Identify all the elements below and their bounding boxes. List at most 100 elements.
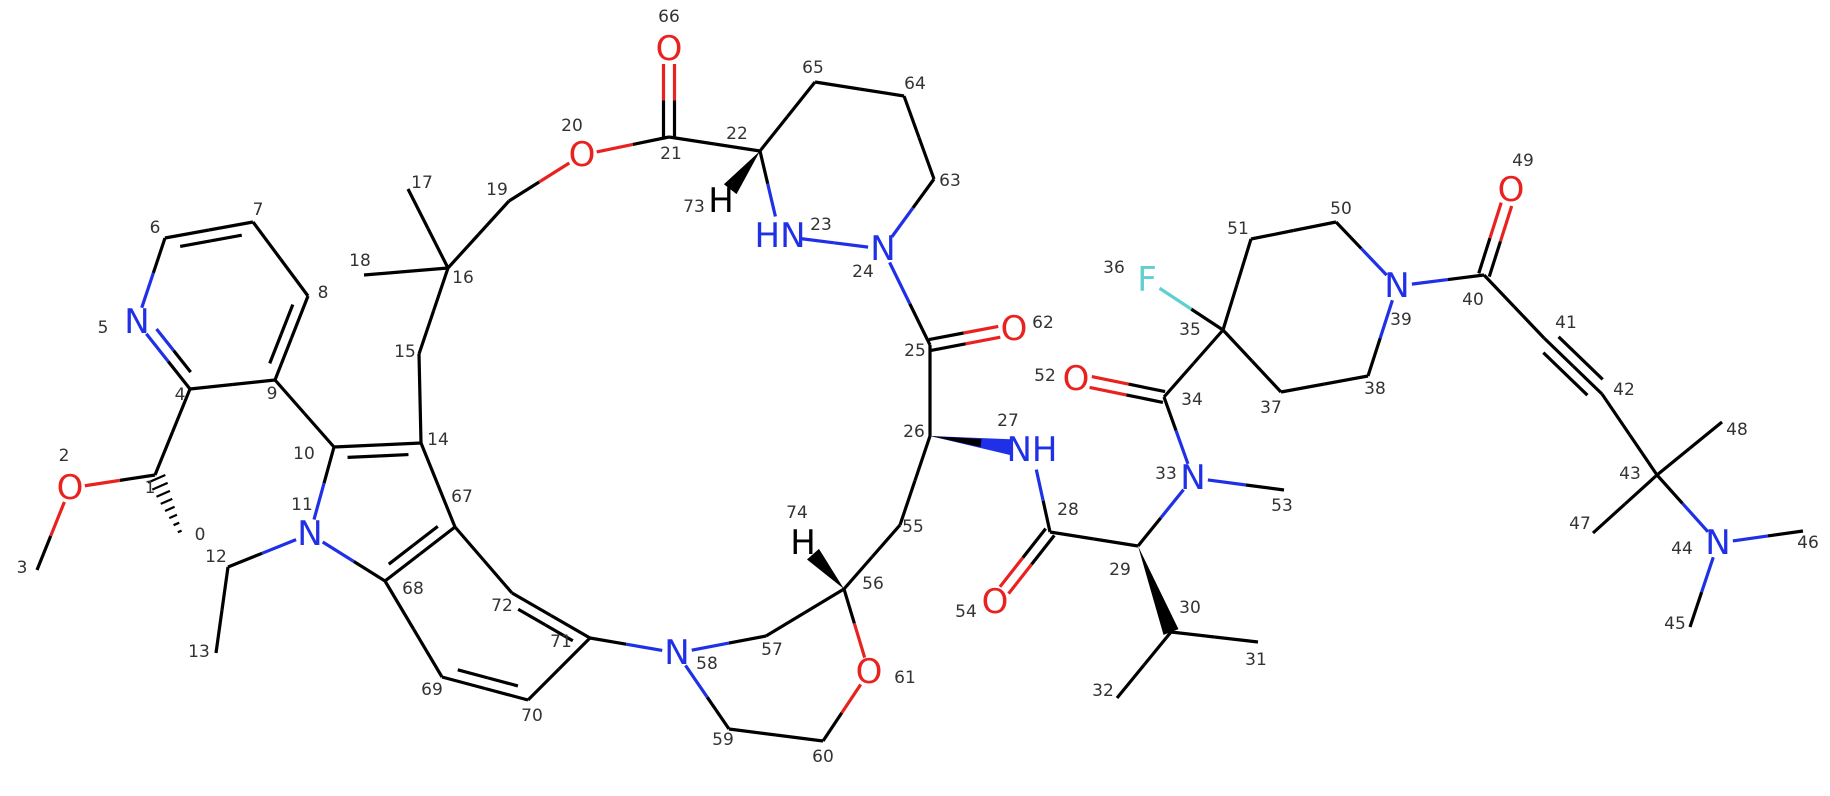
bond-16-18 (363, 266, 449, 277)
atom-index: 33 (1155, 464, 1177, 484)
bond-7-8 (251, 221, 310, 297)
bond-56-74 (807, 548, 844, 589)
double-bond-line (145, 332, 170, 363)
bond-38-37 (1280, 374, 1369, 394)
atom-index: 40 (1462, 290, 1484, 310)
atom-index: 32 (1092, 681, 1114, 701)
atom-index: 16 (452, 268, 474, 288)
atom-index: 23 (810, 215, 832, 235)
bond-60-61 (821, 683, 863, 742)
double-bond-line (290, 295, 310, 339)
atom-index: 1 (145, 478, 156, 498)
single-bond (273, 378, 306, 415)
single-bond (35, 535, 53, 571)
atom-label-o: O (57, 468, 84, 508)
wedge-bond (1138, 546, 1179, 635)
single-bond (446, 233, 480, 270)
single-bond (852, 622, 867, 659)
atom-index: 57 (761, 640, 783, 660)
double-bond-line (1089, 385, 1127, 397)
atom-index: 41 (1555, 313, 1577, 333)
atom-index: 38 (1364, 379, 1386, 399)
single-bond (1221, 284, 1239, 331)
bond-1-2 (84, 473, 156, 488)
double-bond-line (273, 337, 293, 381)
single-bond (232, 378, 276, 387)
bond-16-19 (446, 199, 511, 270)
atom-index: 9 (267, 384, 278, 404)
bond-44-45 (1688, 556, 1715, 628)
atom-label-o: O (1498, 170, 1525, 210)
bond-9-10 (273, 378, 336, 449)
single-bond (786, 81, 817, 118)
bond-37-35 (1221, 328, 1283, 394)
single-bond (1174, 429, 1190, 465)
bond-42-43 (1600, 393, 1659, 476)
bond-35-36 (1158, 286, 1224, 332)
bond-14-15 (417, 353, 423, 444)
bond-22-65 (758, 81, 817, 152)
atom-label-o: O (856, 652, 883, 692)
bond-15-16 (417, 267, 450, 355)
single-bond (214, 609, 224, 654)
single-bond (898, 479, 917, 526)
atom-label-h: H (790, 523, 816, 563)
bond-27-28 (1034, 469, 1052, 533)
atom-index: 58 (696, 654, 718, 674)
atom-index: 43 (1619, 464, 1641, 484)
double-bond-line (164, 228, 210, 240)
atom-index: 18 (349, 251, 371, 271)
double-bond-line (166, 360, 192, 390)
bond-69-70 (441, 668, 529, 702)
double-bond-inner-line (517, 607, 547, 627)
single-bond (557, 636, 592, 671)
atom-index: 8 (318, 283, 329, 303)
single-bond (419, 442, 440, 486)
single-bond (1360, 247, 1388, 277)
bond-6-7 (164, 220, 254, 248)
single-bond (436, 484, 457, 528)
single-bond (1136, 516, 1163, 548)
triple-bond-line (1557, 335, 1604, 381)
atom-label-o: O (982, 582, 1009, 622)
double-bond-line (1091, 375, 1129, 386)
single-bond (171, 388, 192, 433)
atom-index: 73 (683, 197, 705, 217)
single-bond (625, 642, 663, 653)
single-bond (888, 261, 912, 305)
single-bond (1214, 635, 1259, 644)
atom-index: 2 (59, 446, 70, 466)
single-bond (1688, 420, 1724, 450)
single-bond (383, 580, 415, 630)
atom-label-o: O (1001, 309, 1028, 349)
double-bond-inner-line (377, 452, 409, 458)
single-bond (1162, 362, 1195, 399)
bond-67-68 (384, 525, 456, 583)
hash-bond-stroke (168, 513, 178, 520)
bond-56-57 (765, 587, 845, 638)
atom-label-o: O (656, 29, 683, 69)
hash-bond-stroke (147, 473, 166, 484)
double-bond-line (930, 342, 966, 352)
atom-index: 31 (1245, 650, 1267, 670)
single-bond (766, 183, 777, 217)
bond-58-59 (684, 664, 731, 730)
bond-61-56 (842, 588, 867, 659)
single-bond (322, 446, 336, 484)
single-bond (1378, 299, 1394, 339)
hash-bond-stroke (164, 505, 176, 512)
bond-21-66 (661, 64, 677, 137)
atom-index: 26 (903, 422, 925, 442)
atom-index: 35 (1179, 320, 1201, 340)
atom-index: 11 (291, 495, 313, 515)
double-bond-line (1498, 205, 1514, 242)
double-bond-line (550, 614, 591, 640)
single-bond (426, 227, 450, 269)
single-bond (417, 353, 422, 399)
single-bond (1293, 220, 1337, 233)
single-bond (1681, 502, 1710, 533)
single-bond (220, 566, 230, 611)
atom-index: 7 (253, 200, 264, 220)
bond-28-29 (1049, 530, 1139, 548)
single-bond (911, 178, 936, 209)
